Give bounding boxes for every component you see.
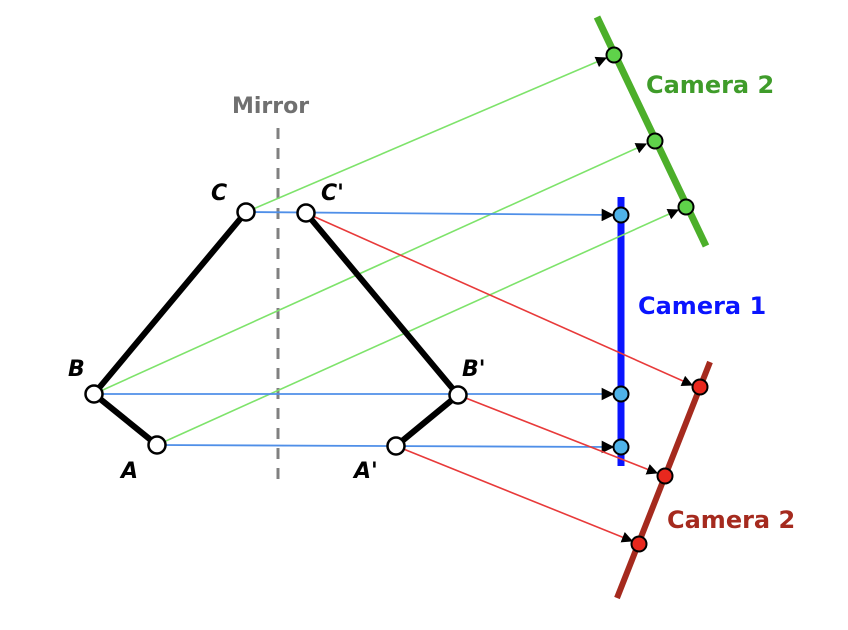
green-point-1 xyxy=(605,46,623,64)
point-c-prime xyxy=(296,203,316,223)
green-point-2 xyxy=(646,132,664,150)
camera-green-label: Camera 2 xyxy=(646,71,774,99)
blue-rays xyxy=(94,208,615,454)
label-b-prime: B' xyxy=(462,357,486,382)
blue-point-1 xyxy=(612,206,630,224)
object-virtual xyxy=(303,211,461,449)
point-b xyxy=(84,384,104,404)
red-point-3 xyxy=(630,535,648,553)
green-rays xyxy=(93,56,680,446)
label-c: C xyxy=(211,181,227,206)
camera-red-label: Camera 2 xyxy=(667,506,795,534)
blue-camera-points xyxy=(612,206,630,456)
label-a: A xyxy=(119,459,138,484)
label-b: B xyxy=(68,357,85,382)
point-a xyxy=(147,435,167,455)
red-camera-points xyxy=(630,378,709,553)
ray-b-red xyxy=(457,394,659,475)
green-point-3 xyxy=(677,198,695,216)
red-point-1 xyxy=(691,378,709,396)
point-c xyxy=(236,202,256,222)
ray-a-green xyxy=(156,209,680,446)
ray-a-red xyxy=(395,445,634,543)
point-b-prime xyxy=(448,385,468,405)
camera-blue-label: Camera 1 xyxy=(638,292,766,320)
red-point-2 xyxy=(656,467,674,485)
green-camera-points xyxy=(605,46,695,216)
point-a-prime xyxy=(386,436,406,456)
object-points xyxy=(84,202,468,456)
blue-point-3 xyxy=(612,438,630,456)
blue-point-2 xyxy=(612,385,630,403)
ray-a-blue xyxy=(156,440,615,454)
ray-c-red xyxy=(305,212,694,387)
ray-c-green xyxy=(245,56,608,213)
red-rays xyxy=(305,212,694,543)
ray-b-green xyxy=(93,143,648,395)
mirror-label: Mirror xyxy=(232,94,309,119)
label-c-prime: C' xyxy=(321,181,344,206)
label-a-prime: A' xyxy=(352,459,378,484)
object-real xyxy=(91,210,249,448)
